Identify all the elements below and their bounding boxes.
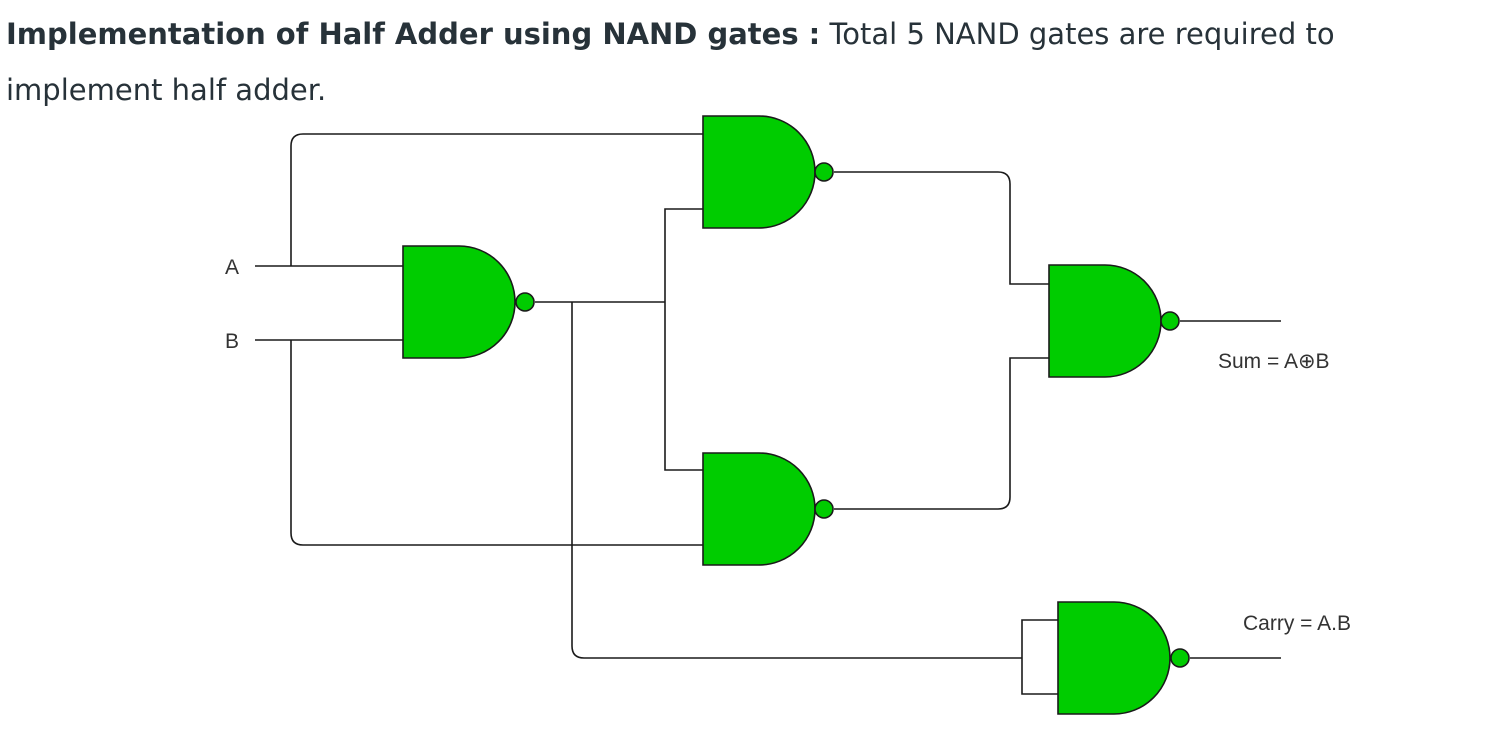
inverter-bubble [1170, 648, 1190, 668]
carry-output-label: Carry = A.B [1243, 612, 1351, 635]
sum-output-label: Sum = A⊕B [1218, 350, 1330, 373]
nand-gate-3 [702, 452, 834, 566]
nand-gate-4 [1048, 264, 1180, 378]
wire-gate1-to-gate3 [664, 302, 703, 471]
wires [255, 133, 1281, 695]
wire-gate2-to-gate4 [834, 171, 1049, 285]
nand-gate-1 [402, 245, 535, 359]
wire-gate5-input-tie [1021, 619, 1058, 695]
wire-gate3-to-gate4 [834, 357, 1049, 510]
nand-gate-5 [1057, 601, 1190, 715]
wire-gate1-to-gate5 [571, 302, 1022, 659]
wire-a-to-gate2 [290, 133, 703, 266]
input-a-label: A [225, 256, 239, 279]
intro-paragraph: Implementation of Half Adder using NAND … [6, 6, 1476, 118]
intro-heading: Implementation of Half Adder using NAND … [6, 17, 821, 51]
inverter-bubble [814, 162, 834, 182]
inverter-bubble [515, 292, 535, 312]
wire-gate1-to-gate2 [664, 208, 703, 302]
inverter-bubble [814, 499, 834, 519]
intro-text: Total 5 NAND gates are required to imple… [6, 17, 1335, 107]
wire-b-to-gate3 [290, 340, 703, 546]
nand-gate-2 [702, 115, 834, 229]
input-b-label: B [225, 330, 239, 353]
inverter-bubble [1160, 311, 1180, 331]
